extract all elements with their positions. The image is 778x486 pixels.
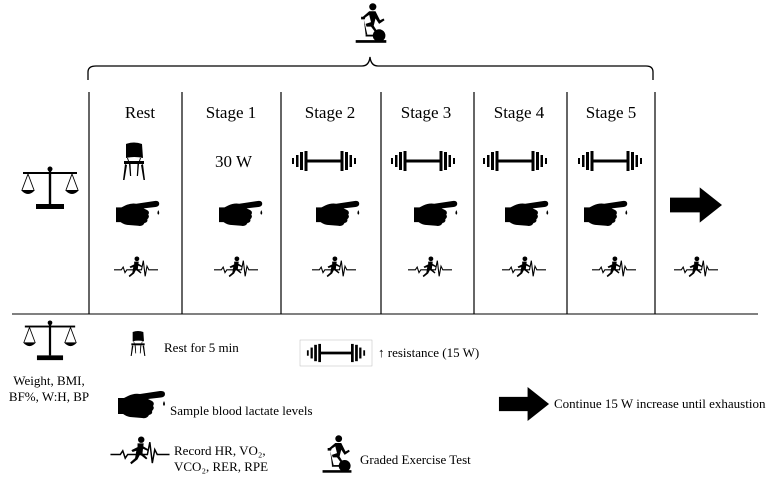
lactate-label: Sample blood lactate levels xyxy=(170,403,313,418)
runner-ecg-icon xyxy=(408,256,452,278)
dumbbell-icon xyxy=(292,151,356,171)
finger-prick-icon xyxy=(116,200,160,226)
stage-title-4: Stage 4 xyxy=(493,103,545,122)
exercise-bike-icon xyxy=(355,3,387,43)
dumbbell-icon xyxy=(391,151,455,171)
continue-label: Continue 15 W increase until exhaustion xyxy=(554,396,766,411)
dumbbell-icon xyxy=(306,343,366,363)
stage-dividers xyxy=(88,92,656,314)
dumbbell-icon xyxy=(578,151,642,171)
stage-title-1: Stage 1 xyxy=(205,103,257,122)
scale-icon xyxy=(22,320,78,361)
dumbbell-icon xyxy=(483,151,547,171)
chair-icon xyxy=(130,331,146,356)
runner-ecg-icon xyxy=(312,256,356,278)
runner-ecg-icon xyxy=(214,256,258,278)
finger-prick-icon xyxy=(316,200,360,226)
runner-ecg-icon xyxy=(114,256,158,278)
chair-icon xyxy=(123,142,145,180)
resistance-label: ↑ resistance (15 W) xyxy=(378,345,480,360)
stage-title-5: Stage 5 xyxy=(585,103,637,122)
runner-ecg-icon xyxy=(674,256,718,278)
runner-ecg-icon xyxy=(502,256,546,278)
stage-title-rest: Rest xyxy=(124,103,156,122)
finger-prick-icon xyxy=(505,200,549,226)
anthropometrics-line-2: BF%, W:H, BP xyxy=(8,389,90,404)
finger-prick-icon xyxy=(414,200,458,226)
record-line-2: VCO₂, RER, RPE xyxy=(174,459,269,474)
stage-1-load: 30 W xyxy=(215,152,252,171)
anthropometrics-label: Weight, BMI, BF%, W:H, BP xyxy=(6,373,92,405)
finger-prick-icon xyxy=(219,200,263,226)
finger-prick-icon xyxy=(584,200,628,226)
test-label: Graded Exercise Test xyxy=(360,452,471,467)
stage-bracket xyxy=(87,56,654,80)
runner-ecg-icon xyxy=(110,436,170,466)
stage-title-3: Stage 3 xyxy=(400,103,452,122)
finger-prick-icon xyxy=(118,390,165,419)
arrow-right-icon xyxy=(670,187,722,223)
record-line-1: Record HR, VO₂, xyxy=(174,443,266,458)
exercise-bike-icon xyxy=(322,435,352,473)
rest-label: Rest for 5 min xyxy=(164,340,239,355)
scale-icon xyxy=(20,166,80,210)
record-label: Record HR, VO₂, VCO₂, RER, RPE xyxy=(174,443,268,475)
runner-ecg-icon xyxy=(592,256,636,278)
stage-title-2: Stage 2 xyxy=(304,103,356,122)
arrow-right-icon xyxy=(498,387,550,421)
anthropometrics-line-1: Weight, BMI, xyxy=(13,373,85,388)
